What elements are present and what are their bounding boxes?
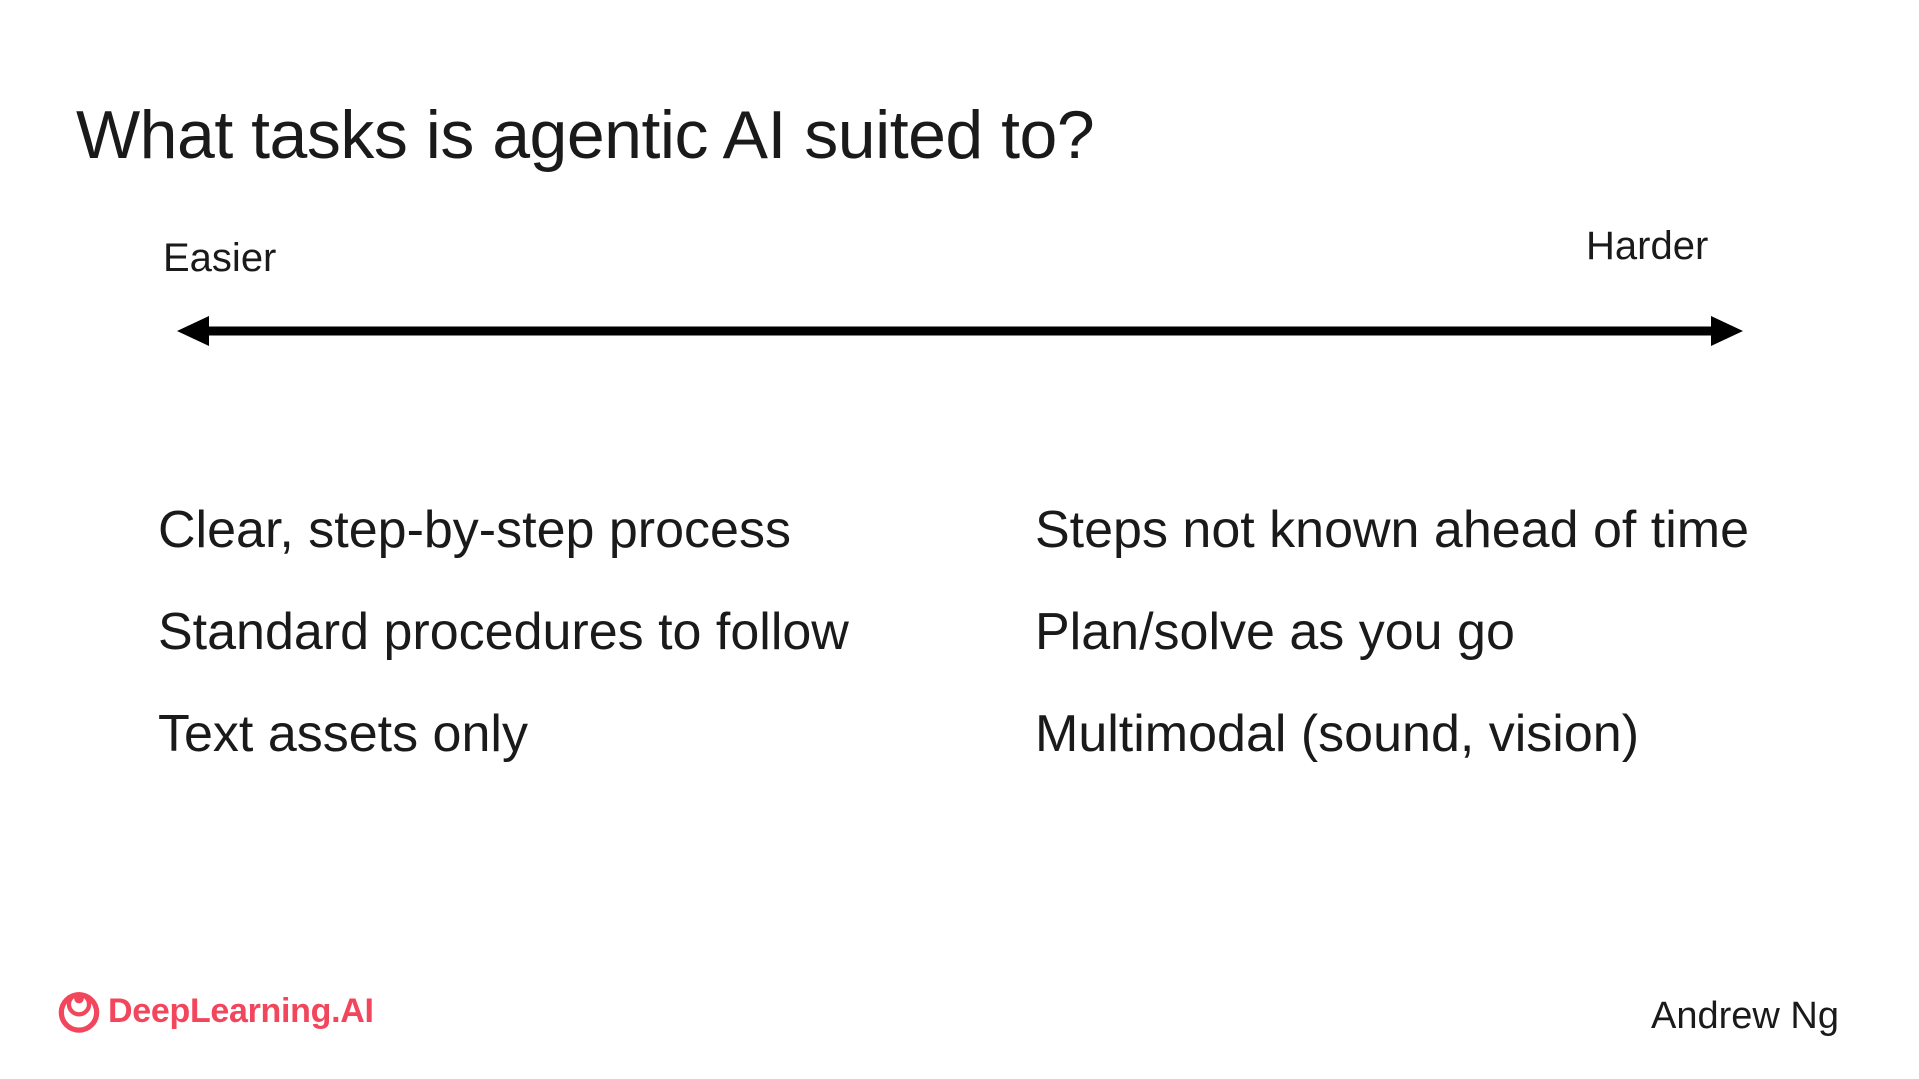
deeplearning-logo-icon [58, 992, 100, 1033]
list-item: Clear, step-by-step process [158, 501, 791, 559]
left-arrowhead-icon [177, 316, 209, 346]
axis-label-easier: Easier [163, 236, 277, 280]
list-item: Multimodal (sound, vision) [1035, 705, 1640, 763]
page-title: What tasks is agentic AI suited to? [76, 96, 1095, 173]
easier-tasks-list: Clear, step-by-step process Standard pro… [158, 504, 849, 760]
author-name: Andrew Ng [1651, 995, 1839, 1037]
brand-wordmark: DeepLearning.AI [108, 991, 374, 1030]
list-item: Text assets only [158, 705, 528, 763]
list-item: Steps not known ahead of time [1035, 501, 1750, 559]
list-item: Standard procedures to follow [158, 603, 849, 661]
harder-tasks-list: Steps not known ahead of time Plan/solve… [1035, 504, 1749, 760]
axis-label-harder: Harder [1586, 224, 1709, 268]
arrow-shaft [201, 326, 1719, 336]
difficulty-axis-arrow [175, 311, 1745, 351]
deeplearning-brand: DeepLearning.AI [58, 988, 374, 1034]
double-arrow-icon [177, 316, 1743, 346]
right-arrowhead-icon [1711, 316, 1743, 346]
list-item: Plan/solve as you go [1035, 603, 1515, 661]
